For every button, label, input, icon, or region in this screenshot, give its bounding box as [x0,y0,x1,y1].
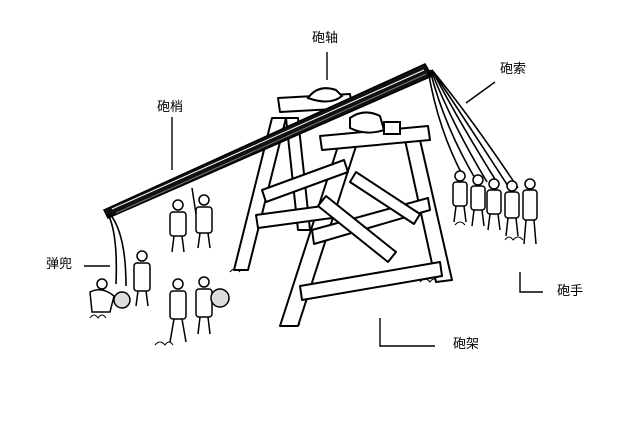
person [169,199,187,253]
label-crew: 砲手 [557,284,584,299]
label-leaders [84,52,543,347]
person [133,250,151,307]
trebuchet-frame [233,93,453,327]
person [504,180,520,237]
label-arm: 砲梢 [157,100,184,115]
label-rope: 砲索 [500,62,527,77]
person [486,178,502,231]
label-sling: 弹兜 [46,257,73,272]
person [169,278,187,343]
projectile-stone [113,291,131,309]
person [522,178,538,245]
crew-figures [89,170,538,343]
projectile-stone [210,288,230,308]
person [195,276,213,335]
person [470,174,486,227]
label-frame: 砲架 [453,337,480,352]
person [89,278,115,313]
label-axle: 砲轴 [312,31,339,46]
person [191,187,213,249]
sling-ropes [107,213,127,287]
person [452,170,468,223]
pull-ropes [427,69,519,189]
axle-block [306,87,401,135]
